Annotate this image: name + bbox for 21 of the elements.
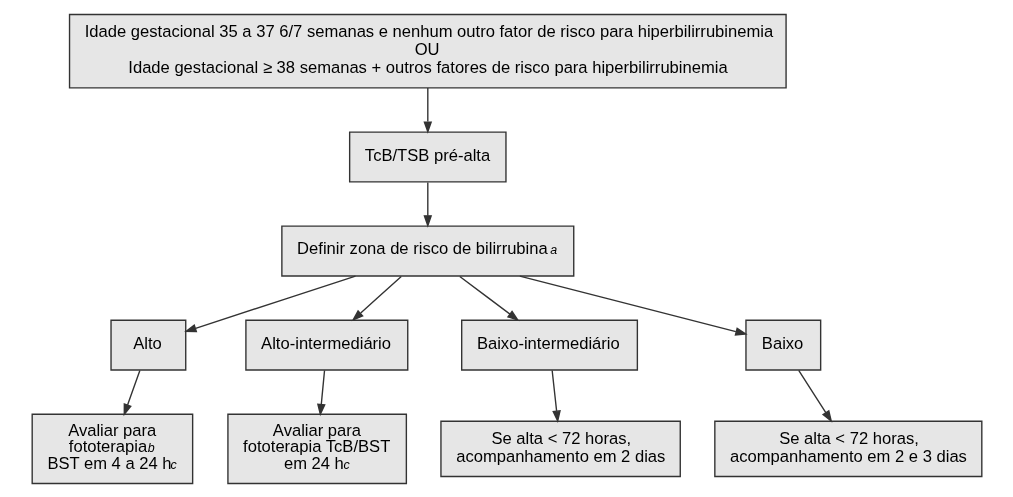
node-box: TcB/TSB pré-alta xyxy=(348,130,507,183)
node-box: Baixo xyxy=(744,319,821,371)
node-box: Se alta < 72 horas, acompanhamento em 2 e 3 dias xyxy=(713,420,982,477)
arrow xyxy=(458,275,519,321)
arrow xyxy=(123,369,141,416)
node-box: Alto xyxy=(109,319,186,371)
arrow xyxy=(422,86,432,134)
arrow xyxy=(550,369,561,423)
arrow xyxy=(183,274,356,332)
node-box: Avaliar para fototerapiab BST em 4 a 24 hc xyxy=(31,413,193,484)
arrow xyxy=(518,274,748,336)
node-box: Definir zona de risco de bilirrubinaa xyxy=(280,225,574,277)
node-box: Se alta < 72 horas, acompanhamento em 2 dias xyxy=(439,420,681,477)
arrow xyxy=(797,369,832,423)
node-box: Alto-intermediário xyxy=(244,319,408,371)
node-box: Baixo-intermediário xyxy=(460,319,638,371)
arrow xyxy=(422,181,432,228)
node-box: Avaliar para fototerapia TcB/BST em 24 hc xyxy=(226,413,407,484)
arrow xyxy=(316,369,326,416)
node-box: Idade gestacional 35 a 37 6/7 semanas e nenhum outro fator de risco para hiperbilirrubinemia OU Idade gestacional ≥ 38 semanas + outros fatores de risco para hiperbilirrubinemia xyxy=(68,13,787,89)
arrow xyxy=(351,275,402,321)
